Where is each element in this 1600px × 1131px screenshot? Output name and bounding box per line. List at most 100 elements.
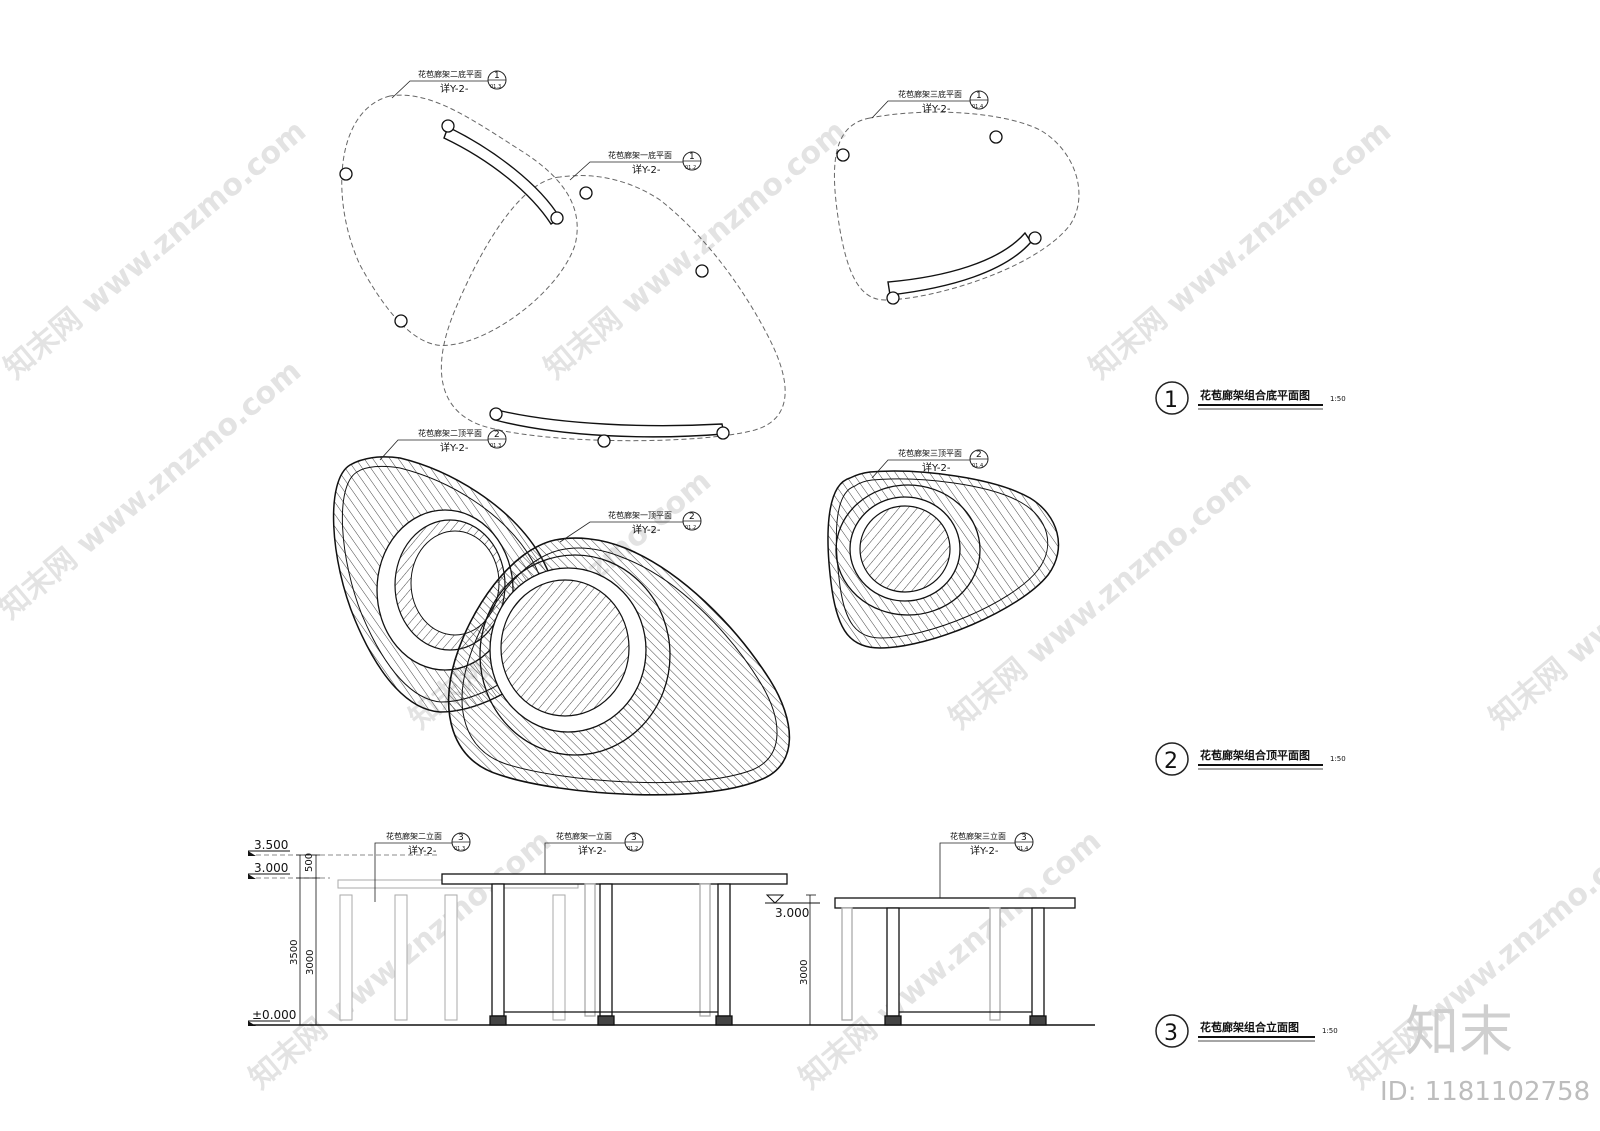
column bbox=[339, 167, 353, 181]
column bbox=[599, 883, 613, 1017]
bottom-plan-group bbox=[339, 94, 1080, 448]
callout-num: 1 bbox=[689, 152, 695, 162]
drawing-title-1: 1 花苞廊架组合底平面图 1:50 bbox=[1155, 381, 1346, 415]
pavilion-3-bottom-outline bbox=[833, 111, 1080, 301]
column bbox=[597, 434, 611, 448]
callout-8: 花苞廊架一立面 详Y-2- 3 01.2 bbox=[544, 831, 644, 874]
title-scale: 1:50 bbox=[1322, 1027, 1338, 1035]
callout-sheet: 01.2 bbox=[685, 525, 696, 531]
level-top: 3.500 bbox=[254, 838, 288, 852]
callout-ref: 详Y-2- bbox=[632, 163, 661, 176]
callout-sheet: 01.4 bbox=[972, 463, 983, 469]
title-scale: 1:50 bbox=[1330, 755, 1346, 763]
callout-ref: 详Y-2- bbox=[440, 82, 469, 95]
callout-label: 花苞廊架二立面 bbox=[386, 831, 442, 841]
callout-ref: 详Y-2- bbox=[970, 844, 999, 857]
callout-ref: 详Y-2- bbox=[440, 441, 469, 454]
drawing-title-3: 3 花苞廊架组合立面图 1:50 bbox=[1155, 1014, 1338, 1048]
callout-label: 花苞廊架三顶平面 bbox=[898, 448, 962, 458]
watermark-text: 知末网 www.znzmo.com bbox=[1483, 464, 1600, 737]
dim-3000: 3000 bbox=[305, 950, 316, 975]
callout-sheet: 01.3 bbox=[490, 443, 501, 449]
beam-1-bottom bbox=[494, 409, 725, 438]
callout-sheet: 01.4 bbox=[1017, 846, 1028, 852]
roof-slab bbox=[441, 873, 788, 885]
callout-ref: 详Y-2- bbox=[578, 844, 607, 857]
callout-2: 花苞廊架一底平面 详Y-2- 1 01.2 bbox=[569, 150, 702, 181]
column bbox=[491, 883, 505, 1017]
column bbox=[1031, 907, 1045, 1017]
column bbox=[695, 264, 709, 278]
title-number: 1 bbox=[1164, 388, 1178, 413]
column bbox=[489, 407, 503, 421]
level-mid: 3.000 bbox=[254, 861, 288, 875]
watermark-text: 知末网 www.znzmo.com bbox=[538, 114, 853, 387]
column bbox=[886, 291, 900, 305]
callout-label: 花苞廊架一立面 bbox=[556, 831, 612, 841]
column bbox=[579, 186, 593, 200]
watermark-text: 知末网 www.znzmo.com bbox=[0, 354, 308, 627]
watermark-text: 知末网 www.znzmo.com bbox=[1083, 114, 1398, 387]
column bbox=[989, 130, 1003, 144]
title-scale: 1:50 bbox=[1330, 395, 1346, 403]
column bbox=[716, 426, 730, 440]
callout-label: 花苞廊架二顶平面 bbox=[418, 428, 482, 438]
pavilion-3-elevation bbox=[834, 897, 1076, 1026]
title-text: 花苞廊架组合顶平面图 bbox=[1200, 748, 1310, 762]
roof-slab bbox=[834, 897, 1076, 909]
title-number: 2 bbox=[1164, 749, 1178, 774]
callout-5: 花苞廊架一顶平面 详Y-2- 2 01.2 bbox=[559, 510, 702, 543]
column bbox=[836, 148, 850, 162]
level-markers: 3.500 3.000 ±0.000 3.000 bbox=[248, 838, 820, 1026]
callout-num: 2 bbox=[976, 450, 982, 460]
callout-3: 花苞廊架三底平面 详Y-2- 1 01.4 bbox=[871, 89, 989, 119]
callout-num: 2 bbox=[494, 430, 500, 440]
callout-label: 花苞廊架一底平面 bbox=[608, 150, 672, 160]
column bbox=[550, 211, 564, 225]
column bbox=[394, 314, 408, 328]
pavilion-1-top bbox=[447, 537, 791, 796]
callout-9: 花苞廊架三立面 详Y-2- 3 01.4 bbox=[939, 831, 1034, 898]
watermark-text: 知末网 www.znzmo.com bbox=[0, 114, 313, 387]
column bbox=[1028, 231, 1042, 245]
callout-4: 花苞廊架二顶平面 详Y-2- 2 01.3 bbox=[379, 428, 507, 461]
drawing-title-2: 2 花苞廊架组合顶平面图 1:50 bbox=[1155, 742, 1346, 776]
callout-label: 花苞廊架一顶平面 bbox=[608, 510, 672, 520]
top-plan-group bbox=[332, 456, 1060, 796]
callout-label: 花苞廊架三底平面 bbox=[898, 89, 962, 99]
dim-500: 500 bbox=[304, 853, 315, 872]
pavilion-1-elevation bbox=[441, 873, 788, 1026]
pavilion-3-top bbox=[827, 470, 1060, 649]
callout-ref: 详Y-2- bbox=[922, 102, 951, 115]
watermark-layer: 知末网 www.znzmo.com 知末网 www.znzmo.com 知末网 … bbox=[0, 114, 1600, 1097]
callout-sheet: 01.3 bbox=[490, 84, 501, 90]
callout-6: 花苞廊架三顶平面 详Y-2- 2 01.4 bbox=[871, 448, 989, 479]
callout-7: 花苞廊架二立面 详Y-2- 3 01.3 bbox=[374, 831, 471, 902]
callout-ref: 详Y-2- bbox=[922, 461, 951, 474]
id-label: ID: 1181102758 bbox=[1380, 1077, 1590, 1107]
beam-3-bottom bbox=[887, 231, 1032, 296]
elevation-group: 3.500 3.000 ±0.000 3.000 500 3500 3000 3… bbox=[248, 838, 1095, 1026]
column-circles bbox=[339, 119, 1042, 448]
callout-sheet: 01.2 bbox=[685, 165, 696, 171]
title-text: 花苞廊架组合立面图 bbox=[1200, 1020, 1299, 1034]
callout-ref: 详Y-2- bbox=[632, 523, 661, 536]
pavilion-2-bottom-outline bbox=[341, 94, 578, 347]
watermark-text: 知末网 www.znzmo.com bbox=[793, 824, 1108, 1097]
callout-num: 1 bbox=[494, 71, 500, 81]
callout-label: 花苞廊架二底平面 bbox=[418, 69, 482, 79]
title-number: 3 bbox=[1164, 1021, 1178, 1046]
column bbox=[717, 883, 731, 1017]
dim-3000-right: 3000 bbox=[799, 960, 810, 985]
level-zero: ±0.000 bbox=[252, 1008, 296, 1022]
callout-num: 3 bbox=[458, 833, 464, 843]
column bbox=[441, 119, 455, 133]
callout-1: 花苞廊架二底平面 详Y-2- 1 01.3 bbox=[391, 69, 507, 99]
callout-sheet: 01.2 bbox=[627, 846, 638, 852]
title-text: 花苞廊架组合底平面图 bbox=[1200, 388, 1310, 402]
brand-logo: 知末 bbox=[1405, 1000, 1513, 1063]
callout-label: 花苞廊架三立面 bbox=[950, 831, 1006, 841]
callout-sheet: 01.4 bbox=[972, 104, 983, 110]
callout-sheet: 01.3 bbox=[454, 846, 465, 852]
